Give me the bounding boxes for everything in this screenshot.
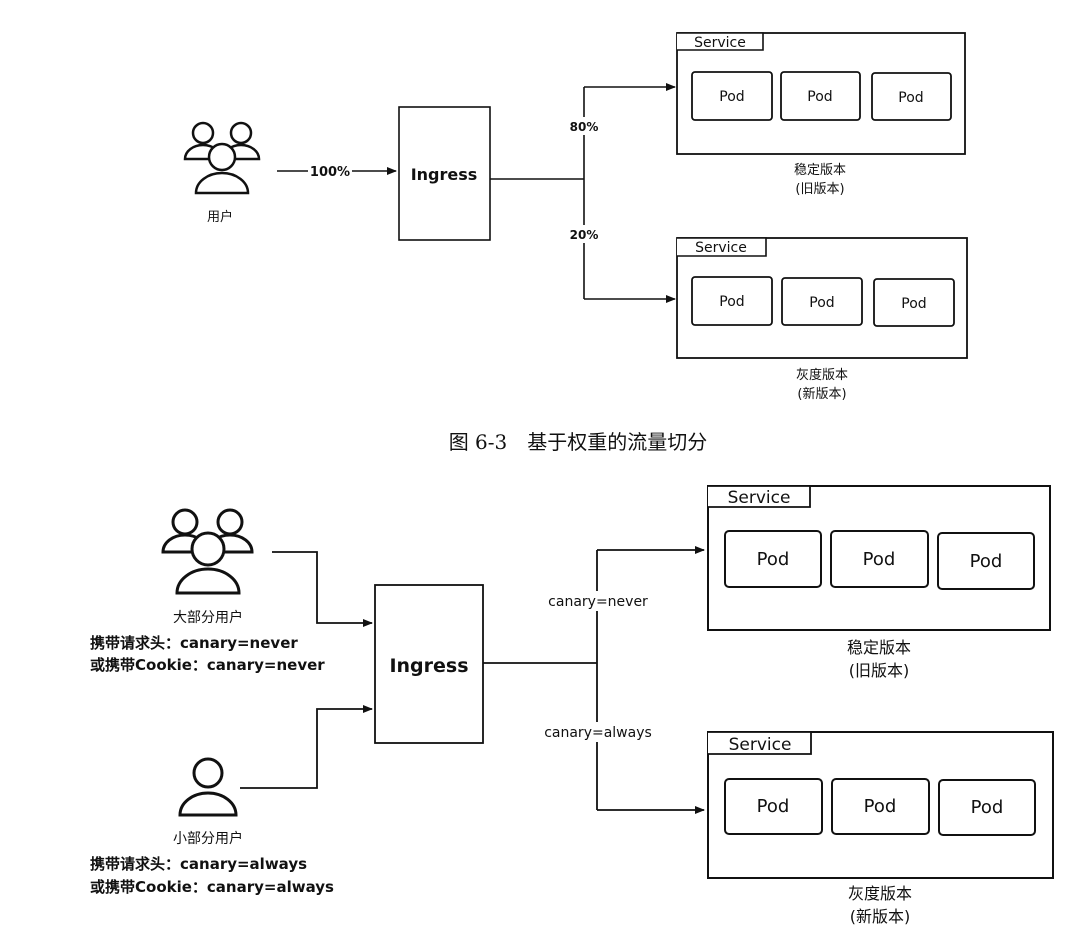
stable-pod-2-2: [830, 530, 929, 588]
canary-pod-1: [691, 276, 773, 326]
stable-pod-2: [780, 71, 861, 121]
minority-header-text: 携带请求头：canary=always: [90, 855, 307, 873]
ingress-box-2: [374, 584, 484, 744]
canary-pod-2-3: [938, 779, 1036, 836]
canary-service-title-2: Service: [729, 735, 792, 755]
stable-pod-2-label: Pod: [807, 89, 832, 105]
minority-to-ingress-arrow: [240, 705, 373, 789]
branch-bottom-label: 20%: [570, 228, 599, 242]
canary-service-box: Service Pod Pod Pod: [676, 237, 968, 359]
canary-service-box-2: Service Pod Pod Pod: [707, 731, 1054, 879]
canary-caption-2-line2: (新版本): [850, 907, 911, 926]
ingress-label: Ingress: [411, 165, 478, 184]
stable-caption-2-line1: 稳定版本: [847, 638, 911, 657]
stable-service-title-2: Service: [728, 488, 791, 508]
stable-caption-2-line2: (旧版本): [849, 661, 910, 680]
canary-pod-3: [873, 278, 955, 327]
canary-caption-line2: (新版本): [797, 386, 846, 402]
canary-pod-2-label: Pod: [809, 295, 834, 311]
ingress-box: [398, 106, 491, 241]
figure-header-split: 大部分用户 携带请求头：canary=never 或携带Cookie：canar…: [90, 485, 1054, 926]
canary-service-title: Service: [695, 240, 747, 256]
stable-pod-2-3: [937, 532, 1035, 590]
canary-caption-2-line1: 灰度版本: [848, 884, 912, 903]
majority-header-text: 携带请求头：canary=never: [90, 634, 298, 652]
canary-pod-2-1-label: Pod: [757, 796, 790, 817]
stable-service-title: Service: [694, 35, 746, 51]
stable-service-box-2: Service Pod Pod Pod: [707, 485, 1051, 631]
canary-caption-line1: 灰度版本: [796, 367, 848, 383]
stable-service-box: Service Pod Pod Pod: [676, 32, 966, 155]
stable-caption-line2: (旧版本): [795, 182, 844, 197]
minority-cookie-text: 或携带Cookie：canary=always: [90, 878, 334, 896]
percent-in-label: 100%: [310, 165, 350, 180]
branch-top-label-2: canary=never: [548, 594, 648, 610]
stable-pod-1: [691, 71, 773, 121]
majority-users-icon: [161, 508, 254, 595]
stable-pod-2-2-label: Pod: [863, 549, 896, 570]
majority-to-ingress-arrow: [272, 551, 373, 627]
canary-pod-2-3-label: Pod: [971, 797, 1004, 818]
minority-user-icon: [178, 757, 238, 817]
majority-users-label: 大部分用户: [173, 609, 243, 626]
stable-pod-2-1: [724, 530, 822, 588]
stable-pod-1-label: Pod: [719, 89, 744, 105]
minority-users-label: 小部分用户: [173, 830, 243, 847]
ingress-label-2: Ingress: [389, 655, 468, 677]
canary-pod-2-2-label: Pod: [864, 796, 897, 817]
users-group-icon: [183, 121, 261, 195]
canary-pod-1-label: Pod: [719, 294, 744, 310]
stable-pod-2-1-label: Pod: [757, 549, 790, 570]
canary-pod-3-label: Pod: [901, 296, 926, 312]
canary-pod-2: [781, 277, 863, 326]
stable-caption-line1: 稳定版本: [794, 162, 846, 178]
majority-cookie-text: 或携带Cookie：canary=never: [90, 656, 325, 674]
branch-top-label: 80%: [570, 120, 599, 134]
stable-pod-2-3-label: Pod: [970, 551, 1003, 572]
figure-weight-split: 用户 100% Ingress 80% 20% Service Pod Pod …: [183, 32, 968, 454]
figure-caption: 图 6-3 基于权重的流量切分: [449, 430, 708, 454]
users-label: 用户: [207, 209, 233, 225]
stable-pod-3-label: Pod: [898, 90, 923, 106]
canary-pod-2-2: [831, 778, 930, 835]
branch-bottom-label-2: canary=always: [544, 725, 652, 741]
stable-pod-3: [871, 72, 952, 121]
canary-pod-2-1: [724, 778, 823, 835]
